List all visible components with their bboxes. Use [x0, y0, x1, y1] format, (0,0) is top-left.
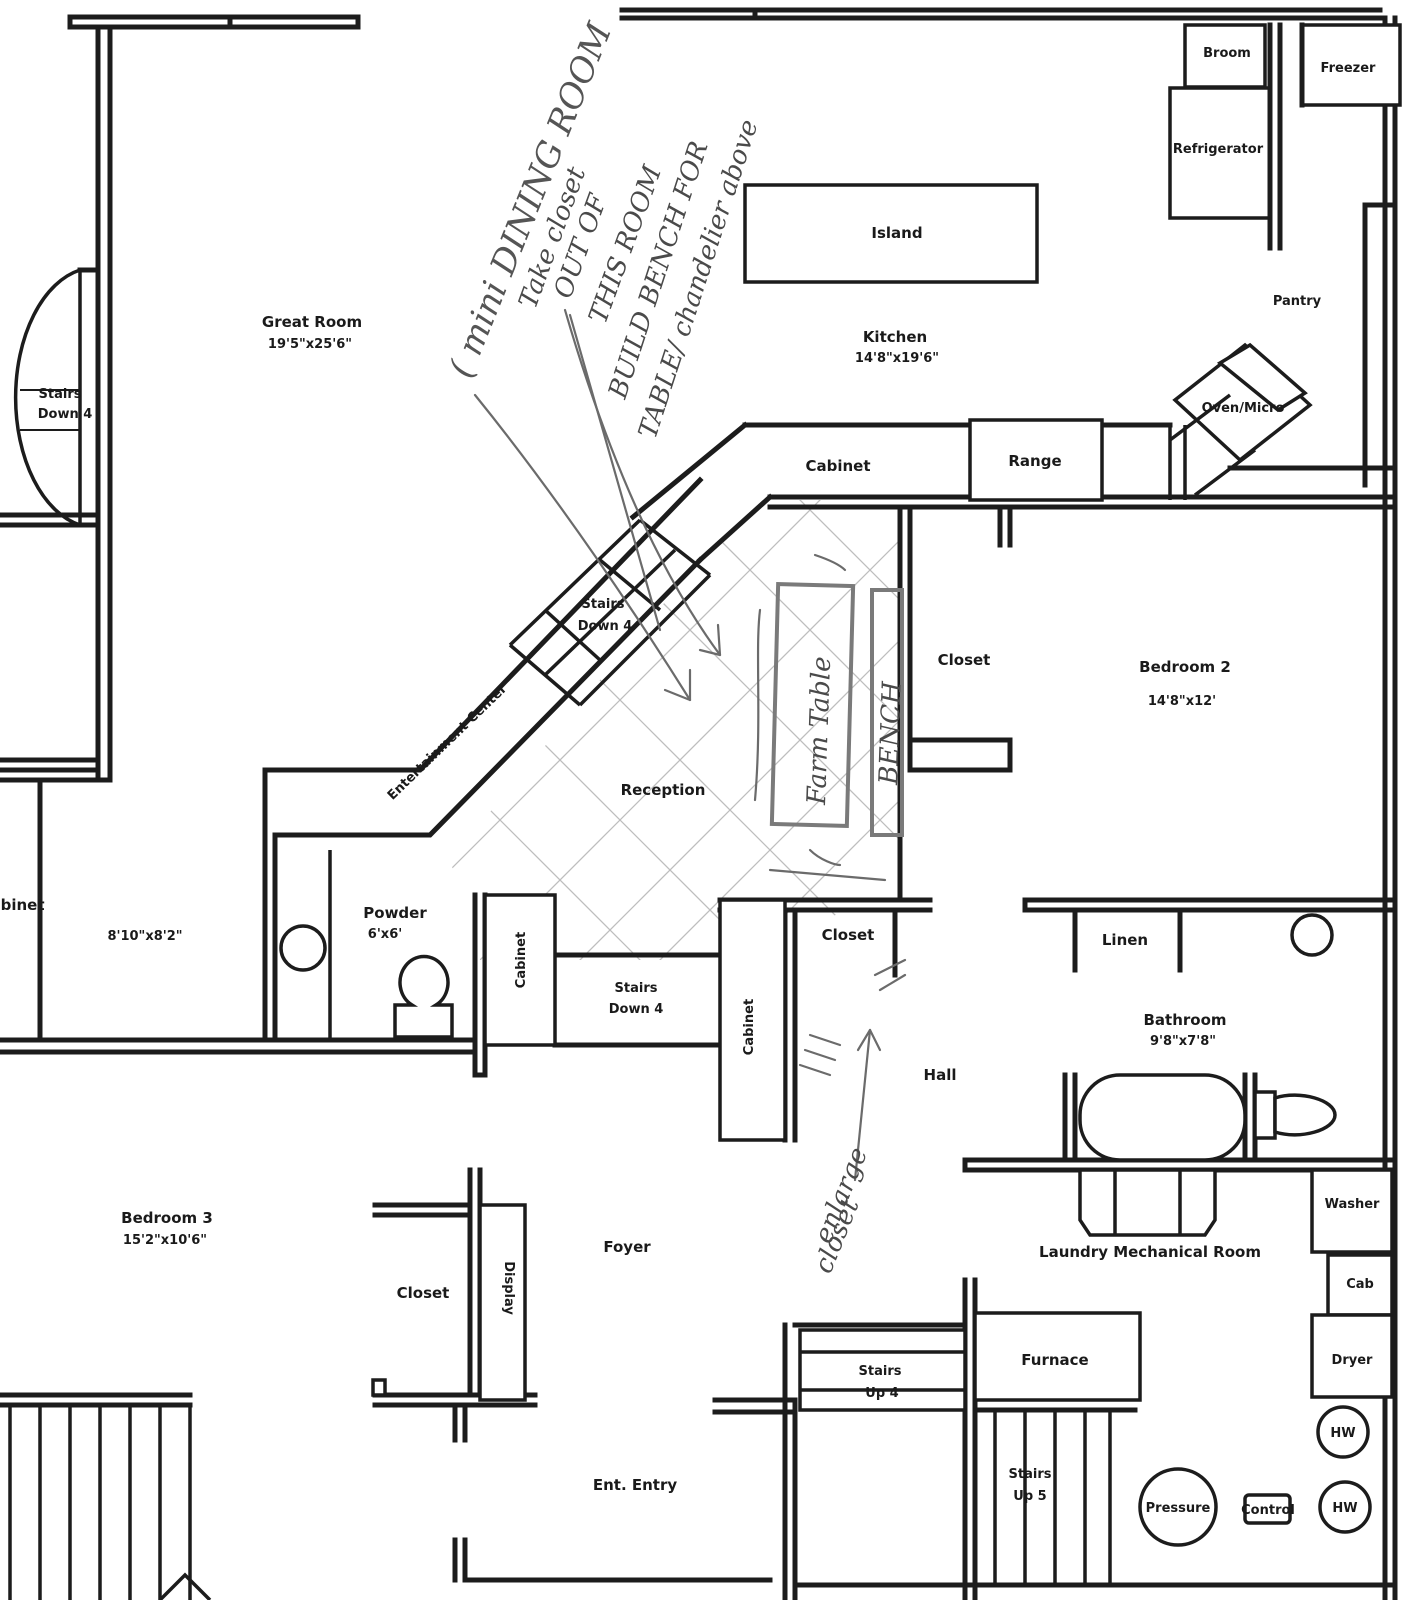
label-stairs-up4: Stairs [859, 1364, 902, 1379]
oven-micro [1168, 342, 1313, 497]
label-bedroom3: Bedroom 3 [121, 1209, 213, 1227]
label-control: Control [1241, 1503, 1295, 1518]
hall-cabinet [718, 898, 787, 1142]
label-office-dims: 8'10"x8'2" [107, 929, 182, 944]
label-display: Display [501, 1261, 516, 1315]
label-freezer: Freezer [1321, 61, 1376, 76]
label-hall: Hall [924, 1066, 957, 1084]
display-cabinet [478, 1203, 527, 1402]
label-powder-dims: 6'x6' [368, 927, 402, 942]
label-cab: Cab [1346, 1277, 1374, 1292]
label-dryer: Dryer [1332, 1353, 1373, 1368]
laundry-cab [1326, 1253, 1394, 1317]
label-stairs-up4-sub: Up 4 [865, 1386, 898, 1401]
note-bench: BENCH [874, 680, 908, 787]
label-kitchen: Kitchen [863, 328, 927, 346]
hw-heater-2 [1318, 1480, 1372, 1534]
label-bathroom-dims: 9'8"x7'8" [1150, 1034, 1216, 1049]
hw-heater-1 [1316, 1405, 1370, 1459]
label-reception: Reception [621, 781, 706, 799]
powder-sink [279, 924, 327, 972]
stairs-up-4 [798, 1328, 967, 1412]
bathtub [1078, 1073, 1247, 1162]
label-entertainment-center: Entertainment Center [385, 681, 511, 803]
label-broom: Broom [1203, 46, 1251, 61]
note-farm-table: Farm Table [802, 656, 837, 806]
label-powder: Powder [363, 904, 427, 922]
label-stairs-diag-sub: Down 4 [578, 619, 633, 634]
stairs-up-5 [993, 1410, 1112, 1585]
walls [0, 7, 1398, 1600]
entry-stairs [8, 1405, 212, 1600]
bath-sink [1290, 913, 1334, 957]
label-stairs-up5-sub: Up 5 [1013, 1489, 1046, 1504]
label-stairs-mid-sub: Down 4 [609, 1002, 664, 1017]
closet-post [371, 1378, 387, 1397]
label-furnace: Furnace [1021, 1351, 1088, 1369]
kitchen-island [743, 183, 1039, 284]
label-stairs-diag: Stairs [582, 597, 625, 612]
label-foyer: Foyer [603, 1238, 651, 1256]
label-pressure: Pressure [1146, 1501, 1211, 1516]
label-island: Island [871, 224, 922, 242]
label-pantry: Pantry [1273, 294, 1322, 309]
label-refrigerator: Refrigerator [1173, 142, 1264, 157]
washer [1310, 1168, 1394, 1254]
powder-cabinet [483, 893, 557, 1047]
label-great-room-dims: 19'5"x25'6" [268, 337, 352, 352]
dryer [1310, 1313, 1394, 1399]
stairs-left-west [13, 268, 82, 527]
label-closet-hall: Closet [822, 926, 875, 944]
label-cabinet-powder: Cabinet [514, 932, 529, 988]
broom-closet [1183, 23, 1267, 89]
label-great-room: Great Room [262, 313, 362, 331]
pressure-tank [1138, 1467, 1218, 1547]
label-bedroom2: Bedroom 2 [1139, 658, 1231, 676]
bath-toilet [1253, 1090, 1337, 1140]
laundry-sinks [1078, 1168, 1217, 1237]
label-cabinet-kitchen: Cabinet [805, 457, 870, 475]
label-bedroom3-dims: 15'2"x10'6" [123, 1233, 207, 1248]
powder-toilet [393, 954, 454, 1039]
label-kitchen-dims: 14'8"x19'6" [855, 351, 939, 366]
label-closet-bedroom2: Closet [938, 651, 991, 669]
label-linen: Linen [1102, 931, 1148, 949]
label-bedroom2-dims: 14'8"x12' [1148, 694, 1216, 709]
label-closet-bedroom3: Closet [397, 1284, 450, 1302]
pencil-dining-line [768, 868, 887, 882]
label-washer: Washer [1325, 1197, 1380, 1212]
furnace [973, 1311, 1142, 1402]
label-oven-micro: Oven/Micro [1202, 401, 1285, 416]
label-laundry: Laundry Mechanical Room [1039, 1243, 1261, 1261]
stairs-diagonal [508, 518, 712, 707]
label-cabinet-left: Cabinet [0, 896, 45, 914]
label-stairs-mid: Stairs [615, 981, 658, 996]
label-hw2: HW [1332, 1501, 1357, 1516]
pencil-farm-table [753, 553, 904, 867]
label-cabinet-hall: Cabinet [742, 999, 757, 1055]
range [968, 418, 1104, 502]
label-bathroom: Bathroom [1143, 1011, 1226, 1029]
label-range: Range [1008, 452, 1061, 470]
label-ent-entry: Ent. Entry [593, 1476, 678, 1494]
label-hw1: HW [1330, 1426, 1355, 1441]
label-stairs-up5: Stairs [1009, 1467, 1052, 1482]
control-box [1243, 1493, 1292, 1525]
pencil-arrows [473, 308, 907, 1182]
label-stairs-left-sub: Down 4 [38, 407, 93, 422]
label-stairs-left: Stairs [39, 387, 82, 402]
